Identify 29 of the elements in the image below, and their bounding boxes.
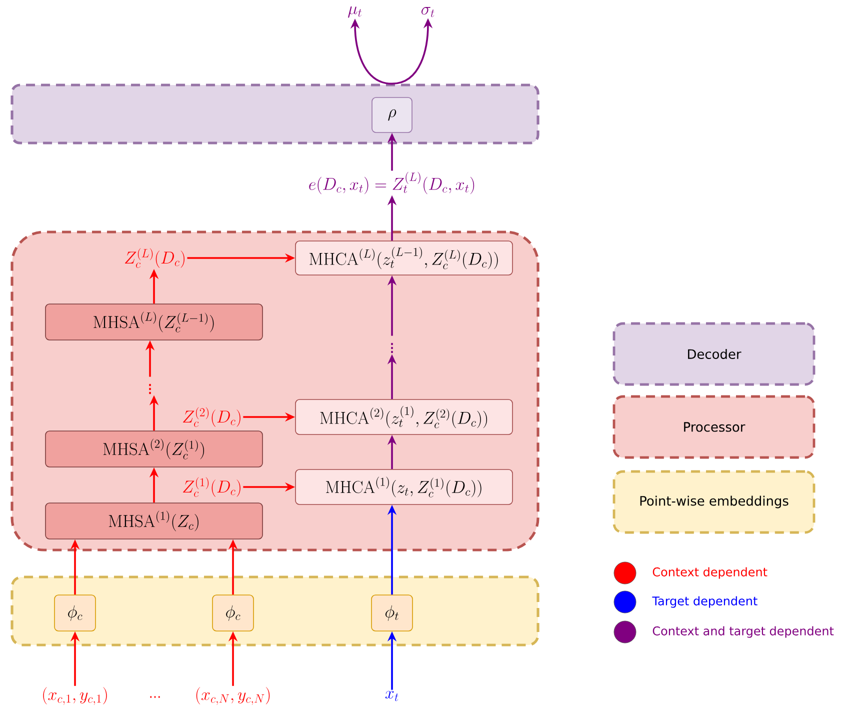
math-label: $x_t$: [385, 690, 398, 702]
math-label: $(x_{c,N}, y_{c,N})$: [196, 687, 270, 705]
block-box: $\mathrm{MHSA}^{(2)}(Z_c^{(1)})$: [45, 430, 263, 468]
math-label: $(x_{c,1}, y_{c,1})$: [43, 687, 107, 705]
legend-box: Point-wise embeddings: [612, 470, 816, 534]
ellipsis-label: ...: [150, 696, 160, 698]
legend-text: Context and target dependent: [652, 626, 834, 638]
math-label: $\vdots$: [149, 384, 151, 394]
legend-text: Target dependent: [652, 596, 758, 608]
dashed-band: [10, 84, 540, 144]
block-box: $\rho$: [372, 97, 412, 133]
legend-box: Decoder: [612, 322, 816, 386]
math-label: $Z_c^{(1)}(D_c)$: [183, 477, 240, 497]
block-box: $\phi_c$: [54, 594, 96, 632]
block-box: $\phi_t$: [371, 594, 413, 632]
math-label: $\vdots$: [391, 342, 393, 354]
legend-box: Processor: [612, 395, 816, 459]
math-label: $\sigma_t$: [422, 7, 434, 18]
math-label: $Z_c^{(2)}(D_c)$: [183, 407, 240, 427]
block-box: $\mathrm{MHSA}^{(1)}(Z_c)$: [45, 502, 263, 540]
block-box: $\mathrm{MHCA}^{(2)}(z_t^{(1)}, Z_c^{(2)}(D_c))$: [295, 399, 513, 435]
block-box: $\mathrm{MHSA}^{(L)}(Z_c^{(L-1)})$: [45, 304, 263, 340]
math-label: $Z_c^{(L)}(D_c)$: [124, 248, 184, 268]
legend-text: Context dependent: [652, 567, 768, 579]
block-box: $\phi_c$: [212, 594, 254, 632]
block-box: $\mathrm{MHCA}^{(L)}(z_t^{(L-1)}, Z_c^{(L)}(D_c))$: [295, 240, 513, 276]
math-label: $\mu_t$: [348, 6, 362, 18]
math-label: $e(D_c, x_t) = Z_t^{(L)}(D_c, x_t)$: [309, 172, 474, 194]
block-box: $\mathrm{MHCA}^{(1)}(z_t, Z_c^{(1)}(D_c))$: [295, 469, 513, 505]
